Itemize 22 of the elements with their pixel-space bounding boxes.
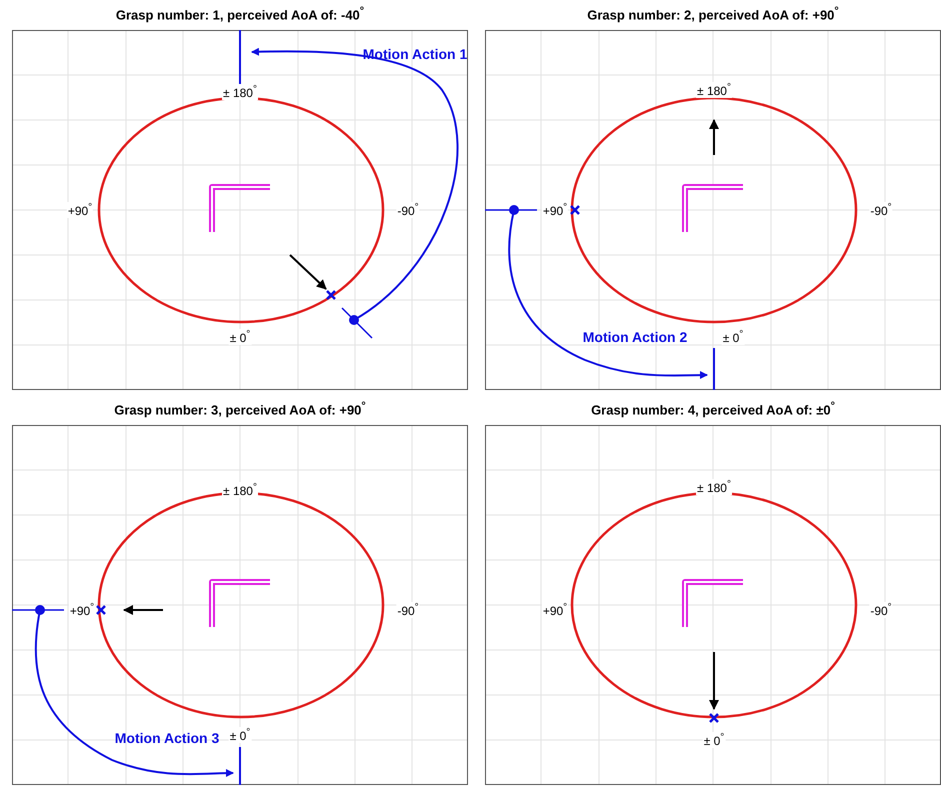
angle-label: -90$^{°}$ [869, 202, 893, 218]
angle-label: ± 0$^{°}$ [722, 329, 744, 345]
angle-label: -90$^{°}$ [396, 602, 420, 618]
angle-label: ± 0$^{°}$ [702, 732, 726, 748]
angle-label: ± 180$^{°}$ [696, 479, 732, 495]
angle-label: ± 180$^{°}$ [222, 84, 258, 100]
action-label: Motion Action 2 [582, 329, 688, 345]
angle-label: -90$^{°}$ [869, 602, 893, 618]
action-label: Motion Action 3 [114, 730, 220, 746]
angle-label: +90$^{°}$ [542, 202, 568, 218]
angle-label: +90$^{°}$ [542, 602, 568, 618]
angle-label: ± 0$^{°}$ [228, 329, 252, 345]
angle-label: ± 180$^{°}$ [696, 82, 732, 98]
angle-label: -90$^{°}$ [396, 202, 420, 218]
angle-label: ± 0$^{°}$ [228, 727, 252, 743]
angle-label: +90$^{°}$ [68, 602, 96, 618]
angle-label: +90$^{°}$ [66, 202, 94, 218]
plot-title: Grasp number: 3, perceived AoA of: +90$^{°}$ [113, 400, 367, 418]
angle-label: ± 180$^{°}$ [222, 482, 258, 498]
plot-title: Grasp number: 2, perceived AoA of: +90$^{°}$ [586, 5, 840, 22]
plot-title: Grasp number: 1, perceived AoA of: -40$^{°}$ [114, 5, 366, 22]
plot-title: Grasp number: 4, perceived AoA of: ±0$^{°}$ [590, 400, 836, 418]
